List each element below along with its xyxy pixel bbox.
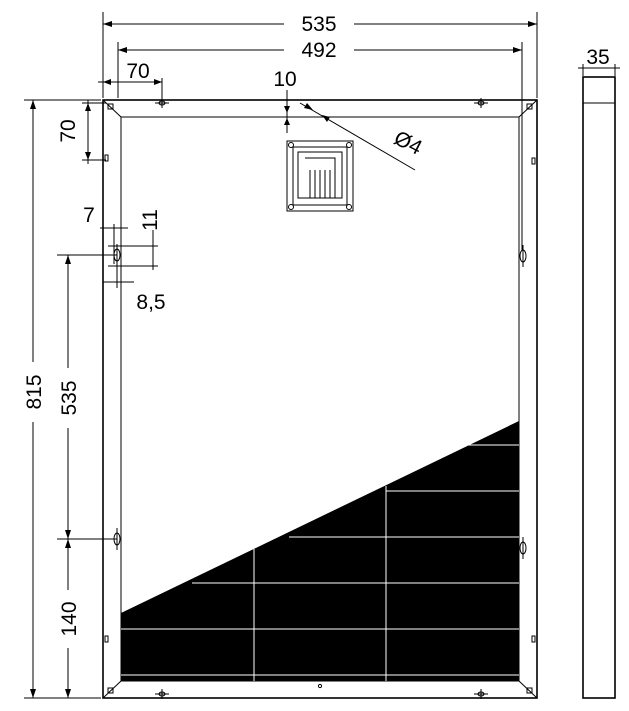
dim-inner-width: 492	[301, 39, 336, 62]
dim-depth: 35	[586, 46, 609, 69]
solar-cells	[121, 421, 519, 681]
dim-hole-offset-x: 70	[126, 60, 149, 83]
dim-overall-height: 815	[23, 374, 46, 409]
dim-slot-width: 7	[83, 204, 95, 227]
dim-hole-spacing: 10	[273, 68, 296, 91]
mounting-hole	[474, 98, 488, 108]
dim-slot-offset: 8,5	[136, 291, 165, 314]
dim-bottom-offset: 140	[58, 601, 81, 636]
side-profile	[582, 76, 616, 699]
dim-overall-width: 535	[301, 13, 336, 36]
mounting-hole	[474, 689, 488, 699]
side-slot	[519, 245, 527, 267]
dim-hole-offset-y: 70	[57, 119, 80, 142]
mounting-hole	[155, 689, 169, 699]
ground-hole	[317, 683, 323, 689]
dim-mount-spacing: 535	[58, 380, 81, 415]
junction-box	[286, 140, 354, 212]
side-slot	[519, 537, 527, 559]
mounting-holes	[113, 98, 527, 699]
dim-slot-length: 11	[139, 209, 162, 231]
dimensions: 535 492 70 70 10 Ø4 7	[21, 12, 620, 699]
dim-hole-diameter: Ø4	[390, 127, 426, 160]
